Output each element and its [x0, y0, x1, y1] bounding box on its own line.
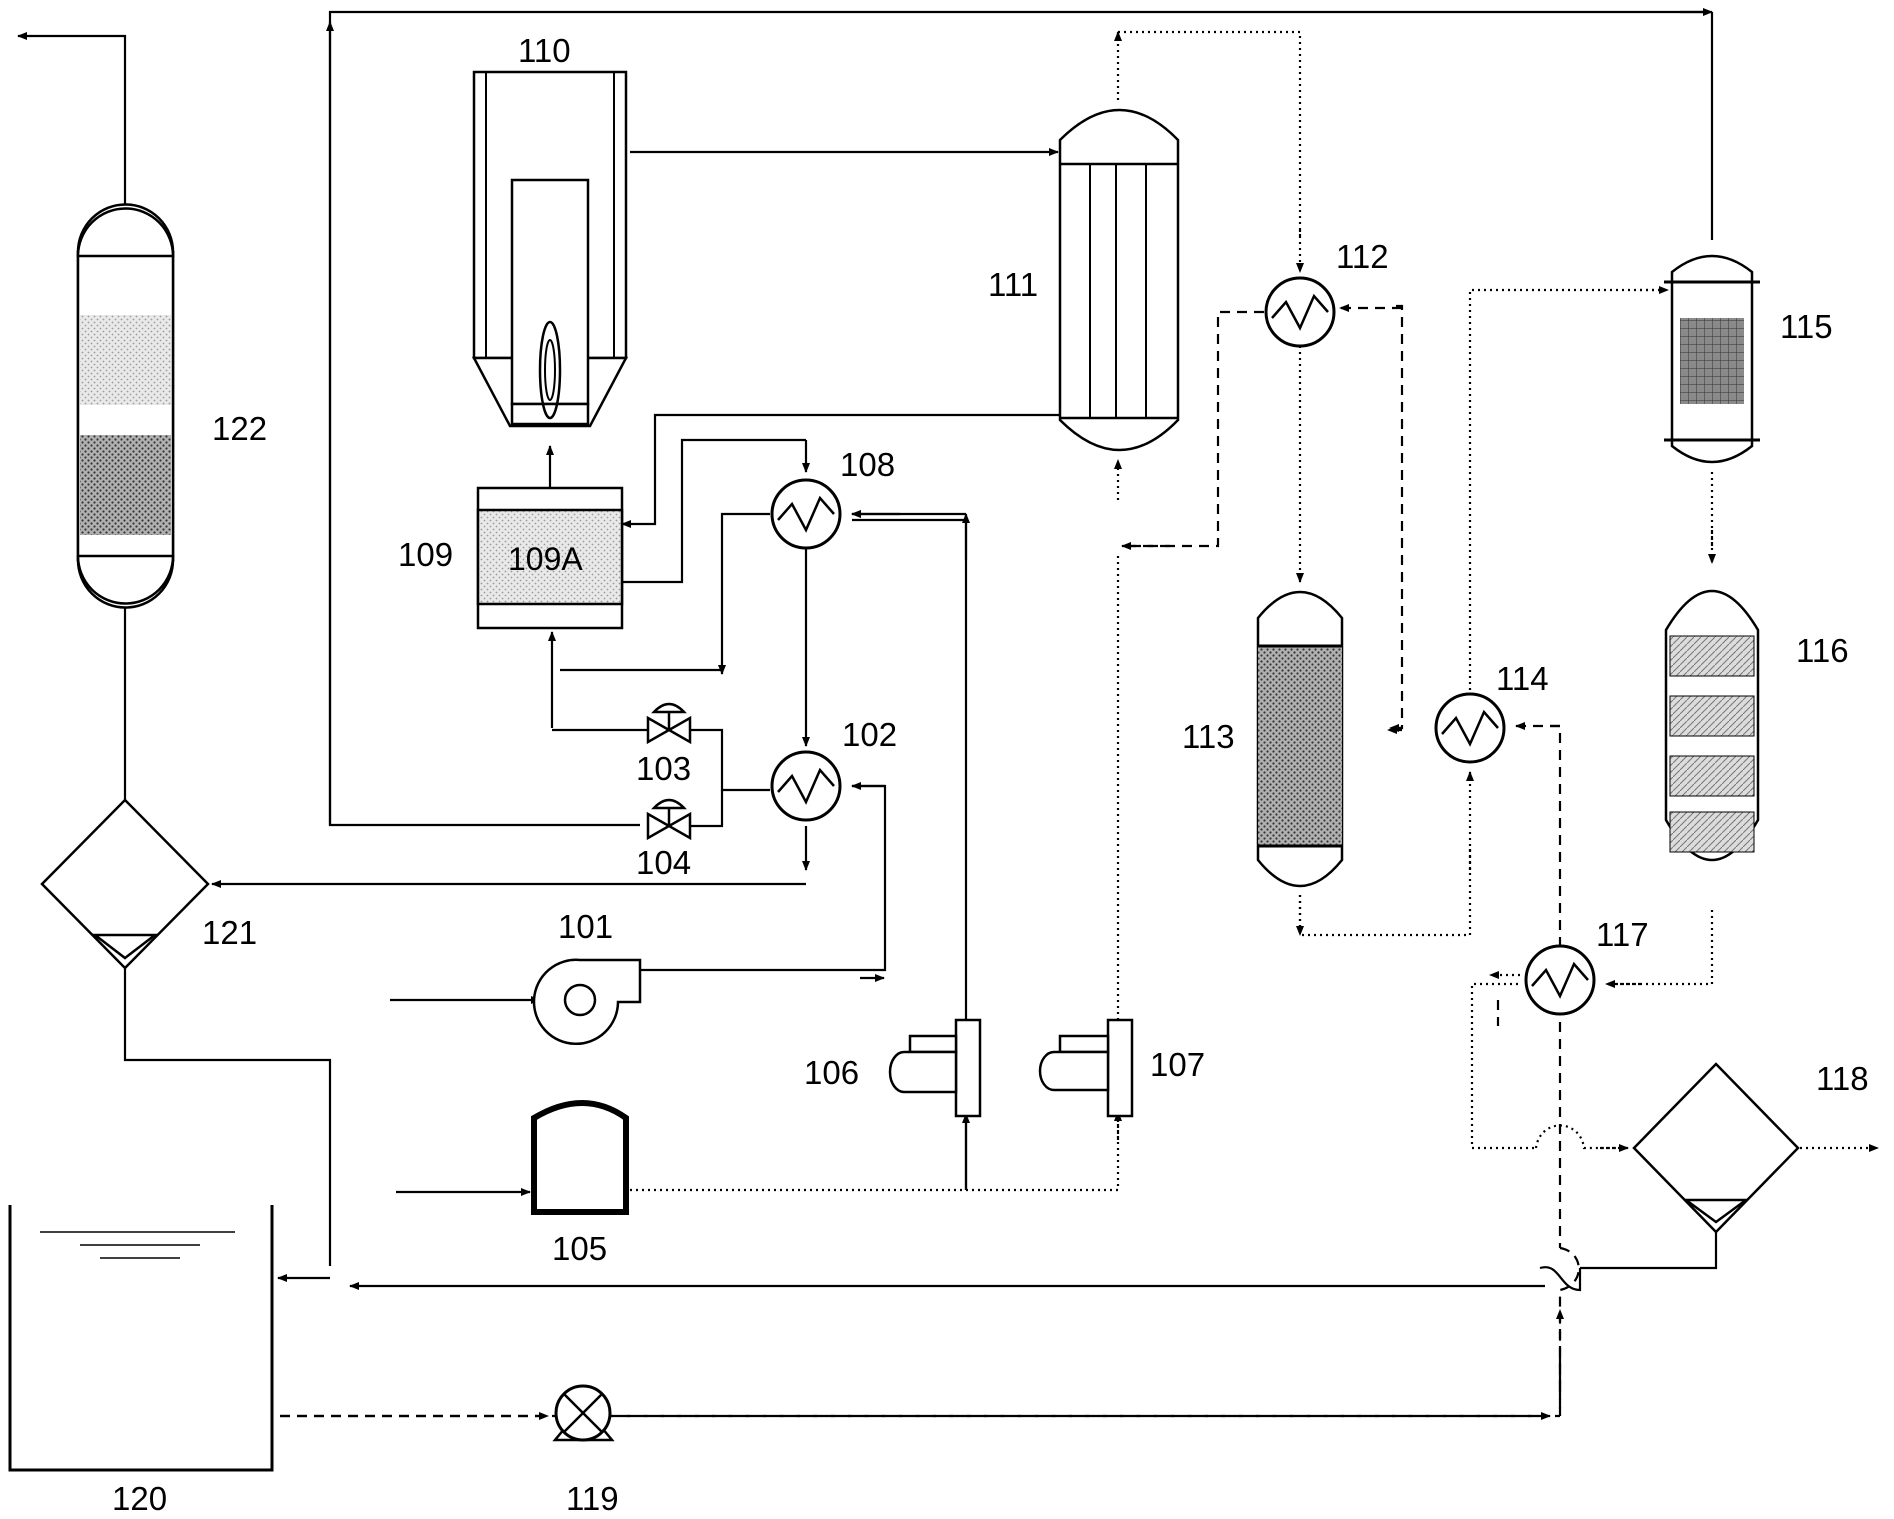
label-114: 114: [1496, 660, 1549, 697]
label-110: 110: [518, 32, 571, 69]
label-120: 120: [112, 1480, 167, 1517]
column-122: [76, 203, 175, 609]
pump-119: [552, 1384, 615, 1442]
label-111: 111: [988, 266, 1038, 303]
label-101: 101: [558, 908, 613, 945]
label-121: 121: [202, 914, 257, 951]
label-115: 115: [1780, 308, 1833, 345]
label-119: 119: [566, 1480, 619, 1517]
filter-118: [1632, 1062, 1800, 1234]
exchanger-112: [1264, 276, 1336, 348]
column-115: [1664, 254, 1760, 464]
exchanger-108: [770, 478, 842, 550]
blower-101: [532, 958, 642, 1046]
drum-105: [531, 1100, 629, 1215]
label-116: 116: [1796, 632, 1849, 669]
label-113: 113: [1182, 718, 1235, 755]
furnace-110: [471, 70, 629, 428]
tank-120: [8, 1205, 274, 1472]
solid-lines: [17, 8, 1718, 1292]
label-107: 107: [1150, 1046, 1205, 1083]
vessel-111: [1058, 108, 1180, 452]
label-102: 102: [842, 716, 897, 753]
label-103: 103: [636, 750, 691, 787]
label-109: 109: [398, 536, 453, 573]
label-104: 104: [636, 844, 691, 881]
filter-121: [40, 798, 210, 970]
pump-107: [1038, 1018, 1134, 1118]
label-108: 108: [840, 446, 895, 483]
label-117: 117: [1596, 916, 1649, 953]
labels: 101 102 103 104 105 106 107 108 109 109A…: [112, 32, 1869, 1517]
label-106: 106: [804, 1054, 859, 1091]
label-122: 122: [212, 410, 267, 447]
column-116: [1664, 589, 1760, 862]
valve-104: [646, 798, 692, 841]
label-109a: 109A: [508, 541, 583, 577]
dashed-lines: [123, 304, 1718, 1420]
label-118: 118: [1816, 1060, 1869, 1097]
exchanger-114: [1434, 692, 1506, 764]
valve-103: [646, 702, 692, 745]
unit-109: [476, 486, 624, 630]
exchanger-102: [770, 750, 842, 822]
exchanger-117: [1524, 944, 1596, 1016]
dotted-lines: [630, 30, 1879, 1192]
label-112: 112: [1336, 238, 1389, 275]
pump-106: [888, 1018, 982, 1118]
reactor-113: [1256, 590, 1344, 888]
label-105: 105: [552, 1230, 607, 1267]
